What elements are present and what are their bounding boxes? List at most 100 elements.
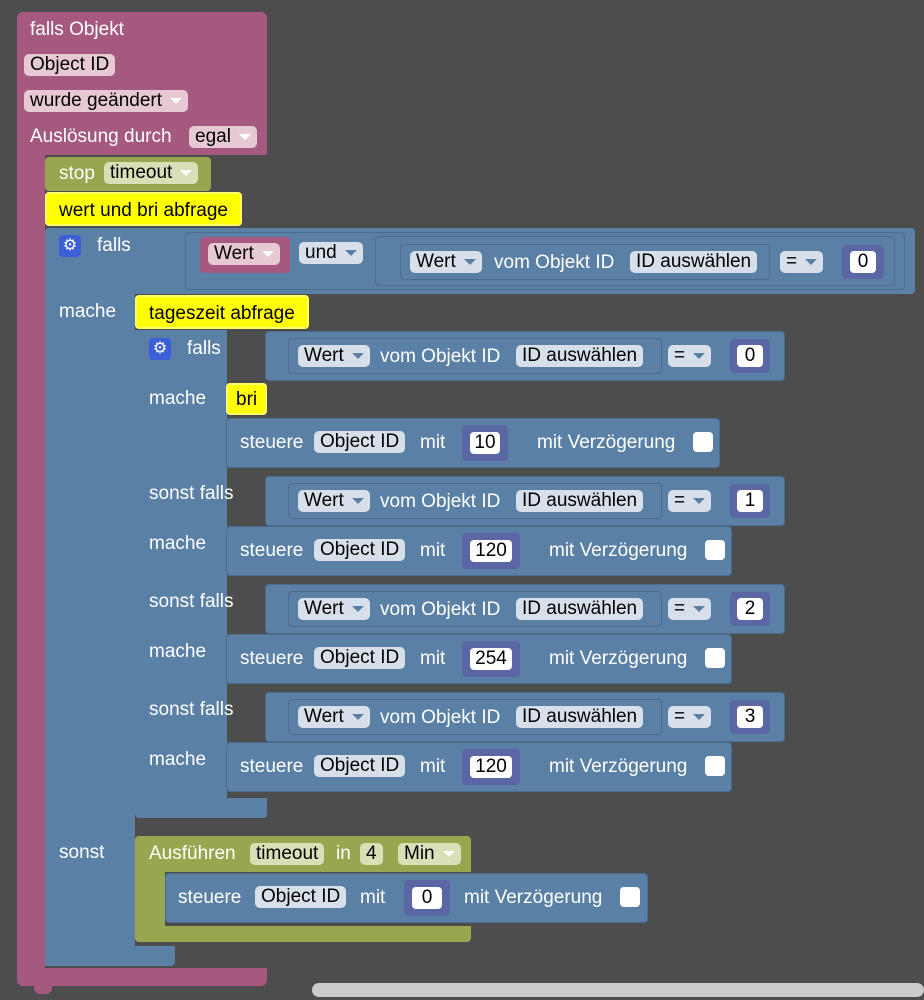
eq-op-value: = (786, 251, 798, 272)
branch-mache: mache (149, 388, 207, 409)
eq-op-value: = (674, 706, 686, 727)
get-value-wert-select[interactable]: Wert (298, 345, 370, 367)
object-id-field[interactable]: Object ID (314, 647, 406, 669)
chevron-down-icon (170, 98, 183, 104)
number-value[interactable]: 0 (850, 251, 876, 273)
object-id-field[interactable]: Object ID (314, 755, 406, 777)
get-value-wert-select[interactable]: Wert (410, 251, 482, 273)
comment-tageszeit[interactable]: tageszeit abfrage (135, 295, 309, 329)
get-value-wert-value: Wert (304, 490, 344, 511)
steuere-label: steuere (240, 540, 304, 561)
delay-label: mit Verzögerung (549, 540, 688, 561)
stop-timeout-select[interactable]: timeout (104, 162, 199, 184)
mit-label: mit (420, 540, 446, 561)
eq-op-select[interactable]: = (780, 251, 824, 273)
timeout-unit-select[interactable]: Min (398, 843, 461, 865)
change-mode-select[interactable]: wurde geändert (24, 90, 189, 112)
chevron-down-icon (693, 714, 706, 720)
chevron-down-icon (344, 250, 357, 256)
id-select-field[interactable]: ID auswählen (516, 490, 644, 512)
delay-label: mit Verzögerung (537, 432, 676, 453)
comment-wert-bri[interactable]: wert und bri abfrage (45, 192, 242, 226)
id-select-field[interactable]: ID auswählen (516, 598, 644, 620)
get-value-wert-value: Wert (304, 706, 344, 727)
comment-text: tageszeit abfrage (149, 303, 295, 324)
logic-op-select[interactable]: und (299, 242, 363, 264)
branch-falls: falls (187, 338, 221, 359)
mit-label: mit (420, 648, 446, 669)
number-value[interactable]: 1 (737, 490, 763, 512)
chevron-down-icon (805, 259, 818, 265)
stop-label: stop (59, 163, 95, 184)
outer-if-falls: falls (97, 235, 131, 256)
number-value[interactable]: 3 (737, 706, 763, 728)
id-select-field[interactable]: ID auswählen (516, 345, 644, 367)
timeout-name-field[interactable]: timeout (250, 843, 325, 865)
chevron-down-icon (351, 353, 364, 359)
delay-checkbox[interactable] (705, 540, 725, 560)
get-value-wert-select[interactable]: Wert (298, 706, 370, 728)
branch-mache: mache (149, 533, 207, 554)
trigger-block-spine (17, 150, 45, 968)
comment-text: bri (236, 389, 258, 410)
comment-bri[interactable]: bri (226, 383, 268, 415)
get-value-wert-select[interactable]: Wert (298, 490, 370, 512)
eq-op-select[interactable]: = (668, 706, 712, 728)
trigger-title: falls Objekt (30, 19, 124, 40)
number-value[interactable]: 0 (412, 887, 442, 909)
id-select-field[interactable]: ID auswählen (516, 706, 644, 728)
logic-op-value: und (305, 242, 337, 263)
timeout-in-label: in (336, 843, 351, 864)
gear-icon[interactable]: ⚙ (59, 235, 81, 257)
get-value-wert-value: Wert (304, 598, 344, 619)
trigger-by-label: Auslösung durch (30, 126, 172, 147)
branch-mache: mache (149, 749, 207, 770)
horizontal-scrollbar[interactable] (312, 983, 924, 997)
outer-if-footer (45, 946, 175, 966)
eq-op-select[interactable]: = (668, 345, 712, 367)
delay-label: mit Verzögerung (549, 648, 688, 669)
from-object-label: vom Objekt ID (380, 707, 501, 728)
number-value[interactable]: 120 (470, 756, 512, 778)
delay-checkbox[interactable] (620, 887, 640, 907)
mit-label: mit (360, 887, 386, 908)
steuere-label: steuere (178, 887, 242, 908)
wert-variable-select[interactable]: Wert (208, 243, 280, 265)
number-value[interactable]: 254 (470, 648, 512, 670)
outer-if-mache: mache (59, 301, 117, 322)
gear-icon[interactable]: ⚙ (149, 338, 171, 360)
trigger-block-notch (34, 986, 52, 994)
chevron-down-icon (442, 851, 455, 857)
branch-sonst-falls: sonst falls (149, 483, 234, 504)
comment-text: wert und bri abfrage (59, 200, 228, 221)
timeout-spine (135, 870, 165, 930)
number-value[interactable]: 0 (737, 345, 763, 367)
number-value[interactable]: 2 (737, 598, 763, 620)
from-object-label: vom Objekt ID (380, 491, 501, 512)
trigger-by-select[interactable]: egal (189, 126, 257, 148)
chevron-down-icon (238, 134, 251, 140)
delay-checkbox[interactable] (705, 648, 725, 668)
trigger-block-footer (17, 968, 267, 986)
delay-checkbox[interactable] (705, 756, 725, 776)
eq-op-value: = (674, 345, 686, 366)
get-value-wert-select[interactable]: Wert (298, 598, 370, 620)
number-value[interactable]: 120 (470, 540, 512, 562)
number-value[interactable]: 10 (470, 432, 500, 454)
mit-label: mit (420, 756, 446, 777)
mit-label: mit (420, 432, 446, 453)
timeout-value-field[interactable]: 4 (360, 843, 383, 865)
object-id-field[interactable]: Object ID (314, 431, 406, 453)
delay-checkbox[interactable] (693, 432, 713, 452)
eq-op-select[interactable]: = (668, 490, 712, 512)
eq-op-select[interactable]: = (668, 598, 712, 620)
object-id-field[interactable]: Object ID (314, 539, 406, 561)
from-object-label: vom Objekt ID (380, 346, 501, 367)
from-object-label: vom Objekt ID (380, 599, 501, 620)
object-id-field[interactable]: Object ID (255, 886, 347, 908)
object-id-field[interactable]: Object ID (24, 54, 116, 76)
id-select-field[interactable]: ID auswählen (630, 251, 758, 273)
chevron-down-icon (693, 498, 706, 504)
branch-sonst-falls: sonst falls (149, 699, 234, 720)
branch-sonst-falls: sonst falls (149, 591, 234, 612)
